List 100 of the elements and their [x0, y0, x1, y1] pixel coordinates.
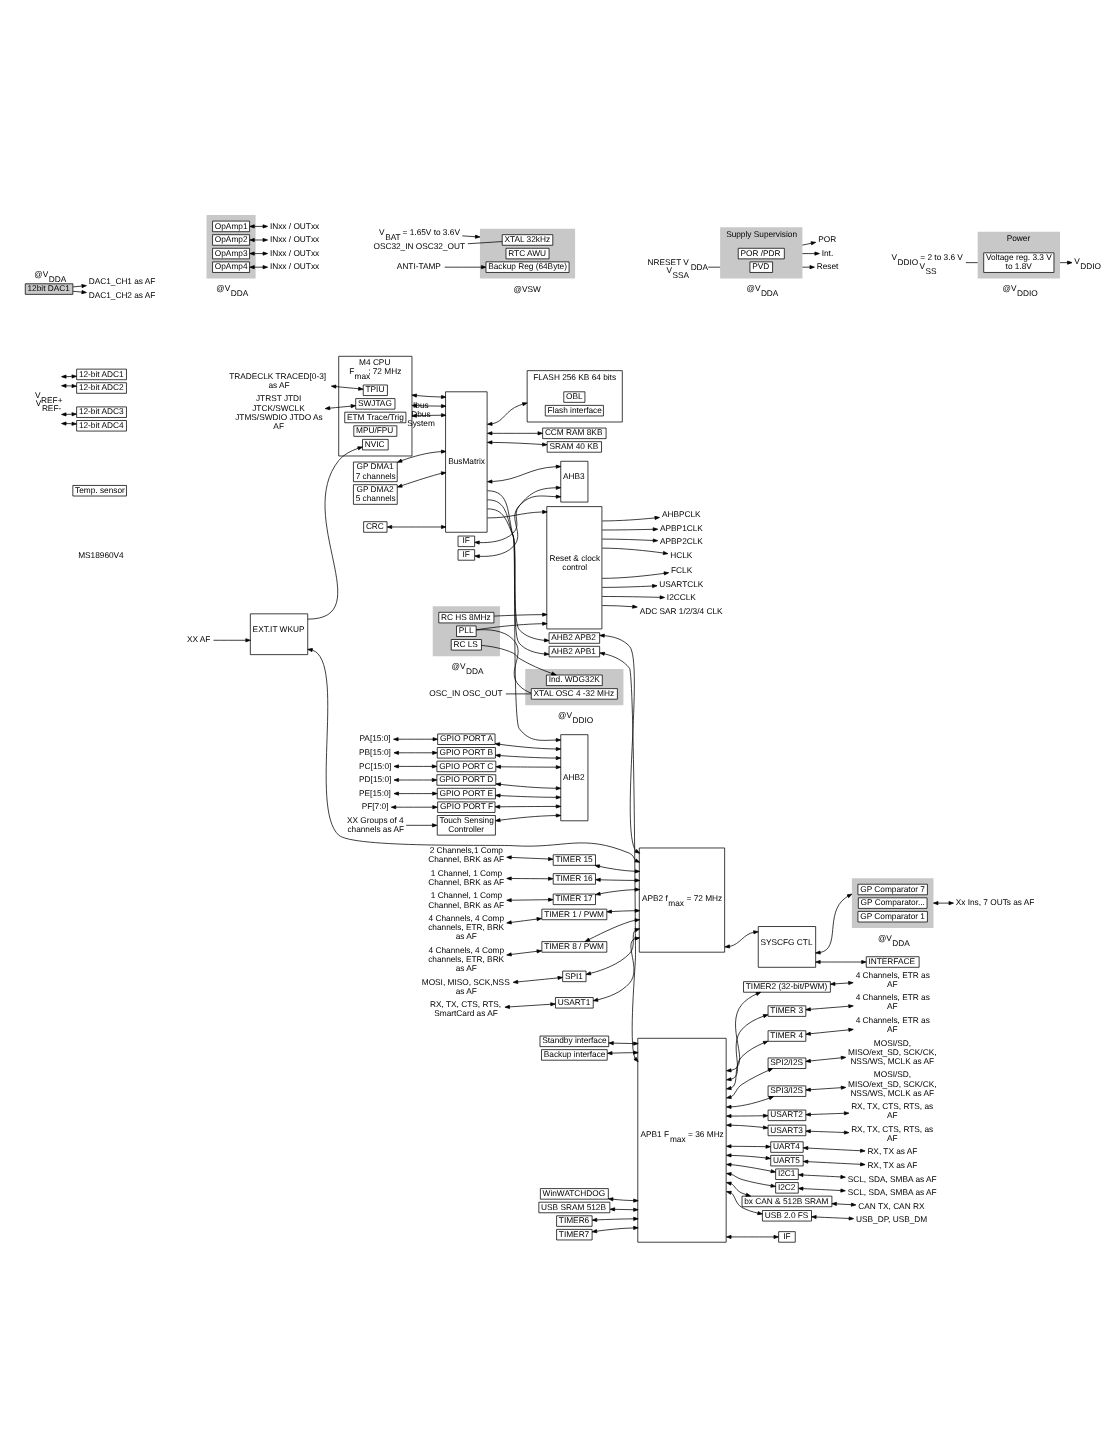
arrow	[594, 864, 641, 874]
arrow	[726, 1153, 771, 1160]
arrow	[61, 383, 77, 388]
arrow	[481, 645, 557, 676]
arrow	[726, 1144, 771, 1149]
arrow	[1059, 260, 1073, 265]
arrow	[495, 764, 562, 770]
arrow	[249, 224, 268, 229]
arrow	[487, 440, 548, 447]
arrow	[494, 804, 562, 809]
arrow	[601, 595, 665, 600]
arrow	[591, 1216, 639, 1222]
arrow	[495, 813, 562, 823]
arrow	[405, 823, 438, 828]
arrow	[393, 778, 438, 782]
arrow	[585, 928, 641, 976]
arrow	[462, 234, 481, 239]
arrow	[506, 855, 554, 861]
connector	[475, 629, 532, 694]
arrow	[726, 1014, 769, 1082]
arrow	[802, 251, 820, 256]
arrow	[61, 374, 77, 379]
arrow	[307, 446, 363, 620]
arrow	[390, 805, 438, 810]
arrow	[726, 1096, 775, 1109]
arrow	[601, 584, 658, 588]
arrow	[249, 238, 268, 242]
arrow	[601, 571, 670, 579]
arrow	[512, 975, 563, 984]
arrow	[805, 1129, 850, 1135]
arrow	[506, 876, 554, 881]
arrow	[487, 402, 528, 426]
arrow	[726, 1113, 769, 1119]
arrow	[726, 1234, 779, 1239]
arrow	[609, 1207, 639, 1212]
arrow	[393, 737, 438, 742]
arrow	[487, 510, 548, 519]
arrow	[506, 949, 542, 957]
arrow	[805, 1055, 847, 1063]
arrow	[474, 494, 562, 559]
arrow	[726, 1190, 763, 1216]
arrow	[601, 515, 660, 522]
arrow	[393, 750, 438, 755]
arrow	[802, 1159, 866, 1167]
arrow	[601, 538, 659, 543]
arrow	[805, 1004, 854, 1012]
arrow	[495, 793, 562, 800]
arrow	[601, 527, 659, 532]
arrow	[213, 638, 251, 643]
connector	[505, 693, 532, 695]
arrow	[726, 1162, 776, 1174]
arrow	[396, 449, 447, 463]
arrow	[495, 753, 562, 761]
arrow	[599, 651, 639, 1063]
arrow	[805, 1027, 854, 1036]
arrow	[805, 1111, 850, 1117]
arrow	[493, 612, 548, 617]
arrow	[724, 930, 759, 949]
arrow	[802, 1146, 866, 1153]
arrow	[506, 897, 554, 903]
arrow	[475, 621, 548, 631]
arrow	[487, 464, 562, 484]
arrow	[608, 1041, 639, 1046]
arrow	[444, 265, 487, 270]
arrow	[474, 485, 562, 545]
arrow	[601, 547, 669, 555]
arrow	[61, 421, 77, 426]
arrow	[393, 764, 438, 769]
arrow	[72, 290, 87, 295]
arrow	[591, 1225, 639, 1234]
arrow	[487, 490, 562, 742]
arrow	[933, 901, 954, 906]
arrow	[324, 404, 357, 411]
arrow	[802, 265, 815, 270]
cluster	[851, 878, 934, 929]
arrow	[411, 403, 447, 409]
arrow	[607, 1050, 639, 1056]
arrow	[249, 265, 268, 270]
arrow	[726, 1123, 769, 1130]
arrow	[811, 1215, 854, 1221]
arrow	[487, 431, 543, 436]
arrow	[506, 917, 542, 925]
arrow	[393, 791, 438, 796]
arrow	[494, 742, 562, 751]
arrow	[495, 782, 562, 791]
arrow	[72, 284, 87, 288]
arrow	[798, 1186, 846, 1193]
arrow	[831, 1201, 857, 1207]
arrow	[726, 1068, 774, 1099]
cluster	[432, 606, 500, 657]
arrow	[61, 412, 77, 417]
arrow	[726, 1172, 776, 1188]
arrow	[386, 525, 447, 529]
arrow	[599, 633, 641, 854]
arrow	[606, 908, 641, 914]
arrow	[726, 991, 762, 1073]
arrow	[307, 648, 641, 863]
connector	[467, 241, 503, 245]
arrow	[802, 241, 817, 246]
arrow	[601, 604, 638, 609]
